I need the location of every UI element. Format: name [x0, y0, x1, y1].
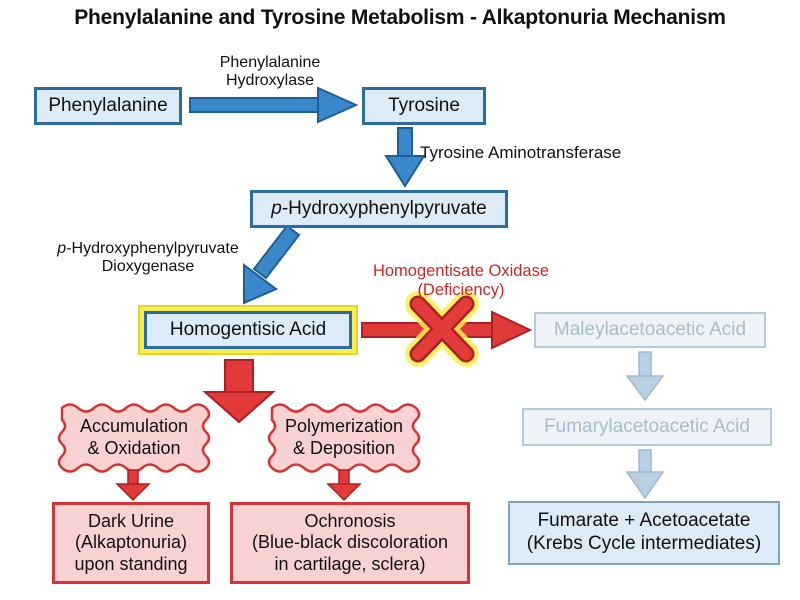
arrow-to-dark-urine	[115, 469, 151, 502]
outcome-dark-urine: Dark Urine (Alkaptonuria) upon standing	[52, 502, 210, 584]
node-tyrosine: Tyrosine	[362, 87, 486, 125]
node-hpp-prefix: p	[271, 198, 282, 220]
outcome-dark-urine-line1: Dark Urine	[87, 510, 175, 531]
arrow-to-ochronosis	[326, 469, 362, 502]
node-tyrosine-label: Tyrosine	[388, 95, 460, 117]
enzyme-homogentisate-oxidase: Homogentisate Oxidase (Deficiency)	[350, 262, 572, 300]
enzyme-hgo-line2: (Deficiency)	[417, 280, 505, 299]
effect-polymerization-line1: Polymerization	[284, 416, 404, 437]
node-homogentisic-acid-label: Homogentisic Acid	[169, 319, 327, 341]
outcome-dark-urine-line2: (Alkaptonuria)	[74, 532, 188, 553]
enzyme-tyrosine-aminotransferase: Tyrosine Aminotransferase	[420, 143, 660, 163]
effect-polymerization-deposition: Polymerization & Deposition	[272, 408, 416, 468]
wavy-box-polymerization	[267, 403, 421, 473]
node-hpp-rest: -Hydroxyphenylpyruvate	[281, 198, 487, 220]
outcome-ochronosis: Ochronosis (Blue-black discoloration in …	[230, 502, 470, 584]
enzyme-pah-line2: Hydroxylase	[225, 72, 315, 90]
outcome-dark-urine-line3: upon standing	[74, 553, 188, 574]
node-phenylalanine: Phenylalanine	[34, 87, 182, 125]
node-fumarate-acetoacetate: Fumarate + Acetoacetate (Krebs Cycle int…	[508, 501, 780, 565]
enzyme-phenylalanine-hydroxylase: Phenylalanine Hydroxylase	[196, 54, 344, 91]
effect-accumulation-line2: & Oxidation	[87, 438, 181, 458]
node-final-line1: Fumarate + Acetoacetate	[537, 510, 751, 532]
arrow-hpp-to-homogentisic	[243, 224, 301, 305]
outcome-ochronosis-line2: (Blue-black discoloration	[251, 532, 449, 553]
effect-polymerization-line2: & Deposition	[292, 438, 396, 458]
node-maleylacetoacetic-label: Maleylacetoacetic Acid	[553, 319, 747, 341]
enzyme-hppd-line1-rest: -Hydroxyphenylpyruvate	[66, 240, 239, 257]
enzyme-hppd: p-Hydroxyphenylpyruvate Dioxygenase	[28, 240, 268, 277]
enzyme-pah-line1: Phenylalanine	[219, 54, 321, 71]
enzyme-hppd-line1: p-Hydroxyphenylpyruvate	[28, 240, 268, 258]
node-phenylalanine-label: Phenylalanine	[48, 95, 168, 117]
arrow-phenylalanine-to-tyrosine	[189, 86, 359, 124]
node-maleylacetoacetic-acid: Maleylacetoacetic Acid	[534, 312, 766, 348]
node-p-hydroxyphenylpyruvate: p-Hydroxyphenylpyruvate	[250, 190, 508, 228]
node-fumarylacetoacetic-label: Fumarylacetoacetic Acid	[544, 416, 750, 438]
arrow-tyrosine-to-hpp	[384, 127, 426, 188]
node-hpp-label: p-Hydroxyphenylpyruvate	[271, 198, 486, 220]
node-final-line2: (Krebs Cycle intermediates)	[526, 533, 762, 554]
node-fumarylacetoacetic-acid: Fumarylacetoacetic Acid	[522, 408, 772, 446]
arrow-maleyl-to-fumaryl	[625, 351, 665, 402]
enzyme-hgo-line1: Homogentisate Oxidase	[372, 262, 550, 280]
deficiency-x-icon	[405, 291, 479, 367]
outcome-ochronosis-line1: Ochronosis	[304, 510, 396, 531]
enzyme-hppd-prefix: p	[57, 240, 67, 257]
effect-accumulation-line1: Accumulation	[79, 416, 189, 437]
effect-accumulation-oxidation: Accumulation & Oxidation	[62, 408, 206, 468]
arrow-accumulation-big	[202, 359, 276, 424]
wavy-box-accumulation	[57, 403, 211, 473]
node-homogentisic-acid: Homogentisic Acid	[144, 311, 352, 349]
diagram-title: Phenylalanine and Tyrosine Metabolism - …	[74, 6, 726, 29]
enzyme-tat-label: Tyrosine Aminotransferase	[420, 143, 622, 162]
outcome-ochronosis-line3: in cartilage, sclera)	[274, 553, 426, 574]
enzyme-hppd-line2: Dioxygenase	[101, 258, 195, 276]
arrow-fumaryl-to-fumarate	[625, 449, 665, 500]
